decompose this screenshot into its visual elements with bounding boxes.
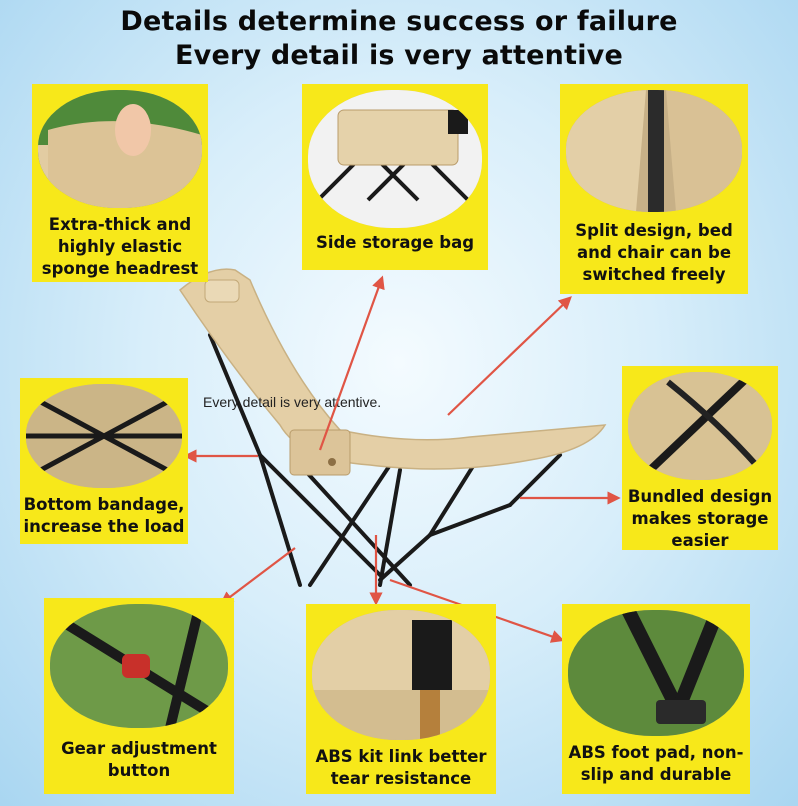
feature-card-bottom-bandage: Bottom bandage, increase the load (20, 378, 188, 544)
headline-line-2: Every detail is very attentive (175, 40, 623, 71)
abs-foot-caption: ABS foot pad, non- slip and durable (568, 743, 744, 784)
gear-button-photo (50, 604, 228, 728)
bundled-design-caption: Bundled design makes storage easier (627, 487, 773, 550)
headline-line-1: Details determine success or failure (120, 6, 678, 37)
headrest-photo (38, 90, 202, 208)
storage-bag-photo (308, 90, 482, 228)
split-design-photo (566, 90, 742, 212)
abs-kit-caption: ABS kit link better tear resistance (315, 747, 487, 788)
storage-bag-caption: Side storage bag (315, 233, 475, 252)
abs-kit-photo (312, 610, 490, 740)
bottom-bandage-caption: Bottom bandage, increase the load (23, 495, 185, 536)
recliner-chair-illustration (179, 268, 607, 587)
bundled-design-photo (628, 372, 772, 480)
feature-card-gear-button: Gear adjustment button (44, 598, 234, 794)
headrest-caption: Extra-thick and highly elastic sponge he… (41, 215, 199, 278)
feature-card-split-design: Split design, bed and chair can be switc… (560, 84, 748, 294)
feature-card-abs-foot: ABS foot pad, non- slip and durable (562, 604, 750, 794)
feature-card-abs-kit: ABS kit link better tear resistance (306, 604, 496, 794)
split-design-caption: Split design, bed and chair can be switc… (575, 221, 733, 284)
feature-card-bundled-design: Bundled design makes storage easier (622, 366, 778, 550)
gear-button-caption: Gear adjustment button (61, 739, 217, 780)
bottom-bandage-photo (26, 384, 182, 488)
abs-foot-photo (568, 610, 744, 736)
feature-card-headrest: Extra-thick and highly elastic sponge he… (32, 84, 208, 282)
feature-card-storage-bag: Side storage bag (302, 84, 488, 270)
